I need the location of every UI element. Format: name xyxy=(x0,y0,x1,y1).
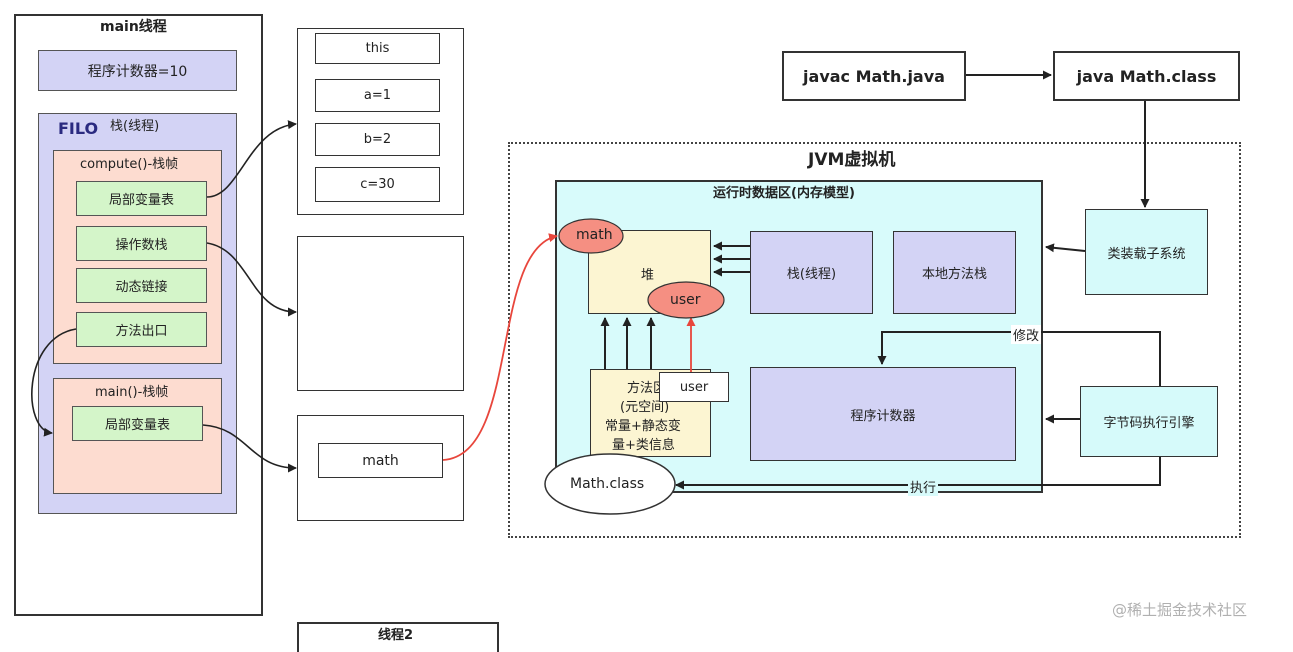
main-thread-title: main线程 xyxy=(100,19,167,35)
heap-math-label: math xyxy=(576,227,613,243)
compute-operand-stack: 操作数栈 xyxy=(76,226,207,261)
stack-thread-label: 栈(线程) xyxy=(110,119,160,134)
heap-math-ellipse xyxy=(558,218,624,254)
math-class-ellipse xyxy=(544,453,676,515)
compute-local-vars: 局部变量表 xyxy=(76,181,207,216)
main-thread-panel xyxy=(14,14,263,616)
program-counter-box: 程序计数器=10 xyxy=(38,50,237,91)
modify-label: 修改 xyxy=(1011,325,1042,344)
var-this: this xyxy=(315,33,440,64)
jvm-program-counter: 程序计数器 xyxy=(750,367,1016,461)
method-area-line-2: (元空间) xyxy=(620,400,670,415)
link-operand-stack xyxy=(206,242,297,317)
local-vars-panel xyxy=(297,28,464,215)
java-box: java Math.class xyxy=(1053,51,1240,101)
jvm-panel xyxy=(508,142,1241,538)
compute-dynamic-link: 动态链接 xyxy=(76,268,207,303)
jvm-title: JVM虚拟机 xyxy=(808,150,896,170)
link-method-exit xyxy=(31,328,77,437)
method-area-user: user xyxy=(659,372,729,402)
operand-stack-panel xyxy=(297,236,464,391)
watermark: @稀土掘金技术社区 xyxy=(1112,601,1248,619)
execute-label: 执行 xyxy=(908,477,939,496)
thread2-panel xyxy=(297,622,499,652)
heap-user-ellipse xyxy=(647,281,725,319)
compute-frame-title: compute()-栈帧 xyxy=(80,157,179,172)
math-class-label: Math.class xyxy=(570,476,645,492)
heap-label: 堆 xyxy=(641,268,655,283)
native-stack-box: 本地方法栈 xyxy=(893,231,1016,314)
link-main-local xyxy=(202,424,297,473)
javac-box: javac Math.java xyxy=(782,51,966,101)
method-area-line-3: 常量+静态变 xyxy=(605,419,681,434)
class-loader-box: 类装载子系统 xyxy=(1085,209,1208,295)
link-math-ref xyxy=(442,233,558,461)
stack-filo-label: FILO xyxy=(58,119,99,138)
var-a: a=1 xyxy=(315,79,440,112)
program-counter-label: 程序计数器=10 xyxy=(87,63,188,80)
exec-engine-box: 字节码执行引擎 xyxy=(1080,386,1218,457)
method-area-line-1: 方法区 xyxy=(627,381,667,396)
runtime-data-area-title: 运行时数据区(内存模型) xyxy=(713,186,855,201)
main-local-math: math xyxy=(318,443,443,478)
main-local-vars: 局部变量表 xyxy=(72,406,203,441)
main-local-panel xyxy=(297,415,464,521)
link-local-vars xyxy=(206,120,297,198)
main-frame-title: main()-栈帧 xyxy=(95,385,169,400)
var-b: b=2 xyxy=(315,123,440,156)
jvm-stack-box: 栈(线程) xyxy=(750,231,873,314)
var-c: c=30 xyxy=(315,167,440,202)
method-area-line-4: 量+类信息 xyxy=(612,438,675,453)
heap-user-label: user xyxy=(670,292,701,308)
compute-method-exit: 方法出口 xyxy=(76,312,207,347)
